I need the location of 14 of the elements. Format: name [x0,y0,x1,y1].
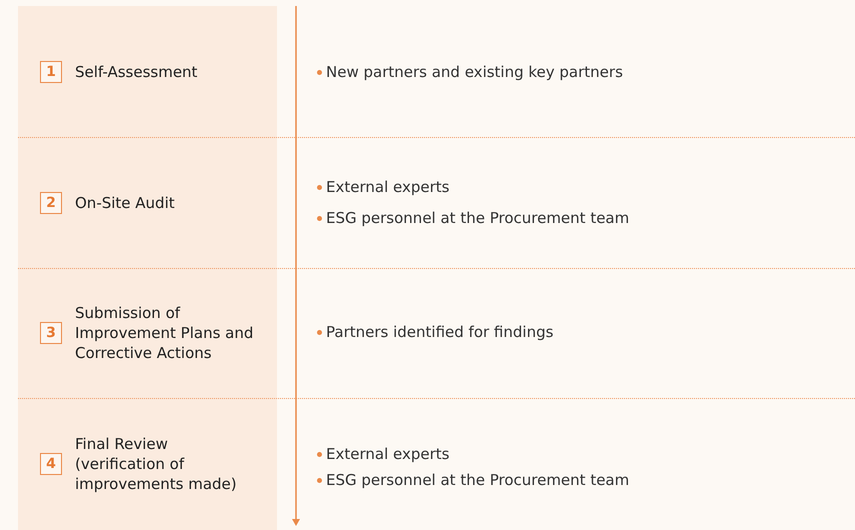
bullet-text: External experts [326,444,450,464]
step-title: Submission of Improvement Plans and Corrective Actions [75,303,254,363]
step-title: On-Site Audit [75,192,176,212]
bullet-text: ESG personnel at the Procurement team [326,208,630,228]
step-title: Final Review (verification of improvements made) [75,434,238,494]
bullet-text: ESG personnel at the Procurement team [326,470,630,490]
step-number: 3 [40,322,62,344]
step-number: 1 [40,60,62,82]
step-title: Self-Assessment [75,62,198,82]
bullet-text: Partners identified for findings [326,322,554,342]
step-number: 4 [40,453,62,475]
bullet-text: External experts [326,177,450,197]
bullet-text: New partners and existing key partners [326,62,623,82]
step-number: 2 [40,192,62,214]
